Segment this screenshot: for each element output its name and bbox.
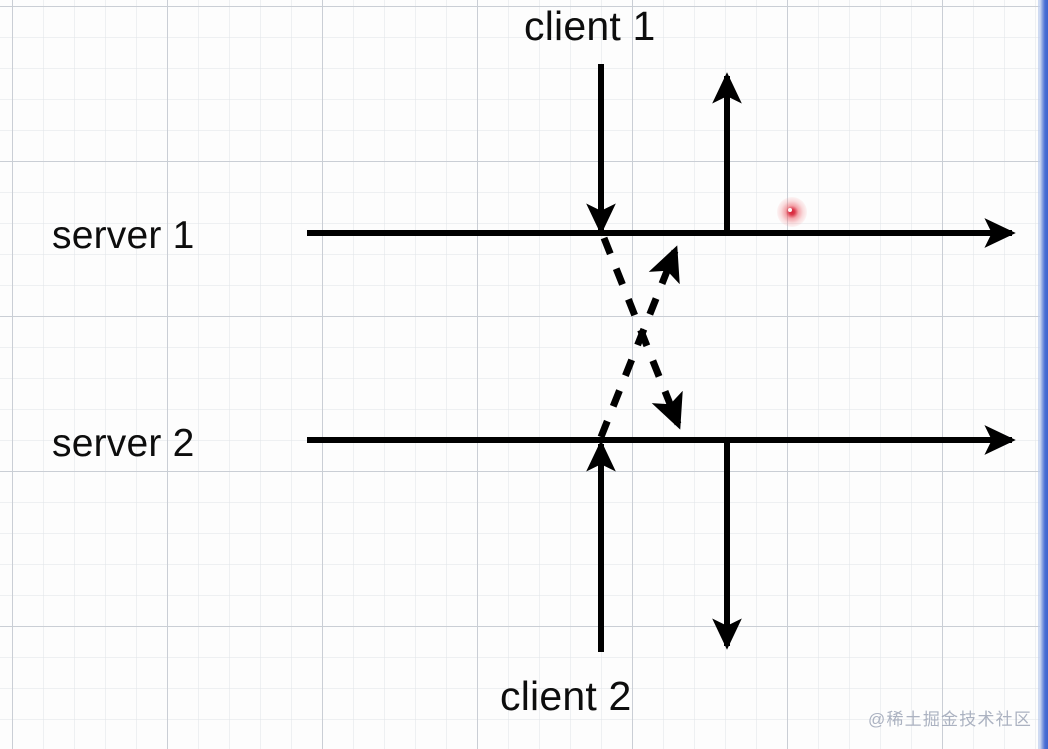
actor-label-client-1: client 1 bbox=[524, 3, 656, 49]
right-edge-hairline bbox=[1038, 0, 1040, 749]
right-edge-scrollbar-strip[interactable] bbox=[1040, 0, 1048, 749]
lane-label-server-2: server 2 bbox=[52, 422, 195, 465]
lane-label-server-1: server 1 bbox=[52, 214, 195, 257]
watermark-text: @稀土掘金技术社区 bbox=[868, 710, 1033, 729]
actor-label-client-2: client 2 bbox=[500, 673, 632, 719]
message-server2-to-server1-dashed bbox=[597, 245, 680, 439]
